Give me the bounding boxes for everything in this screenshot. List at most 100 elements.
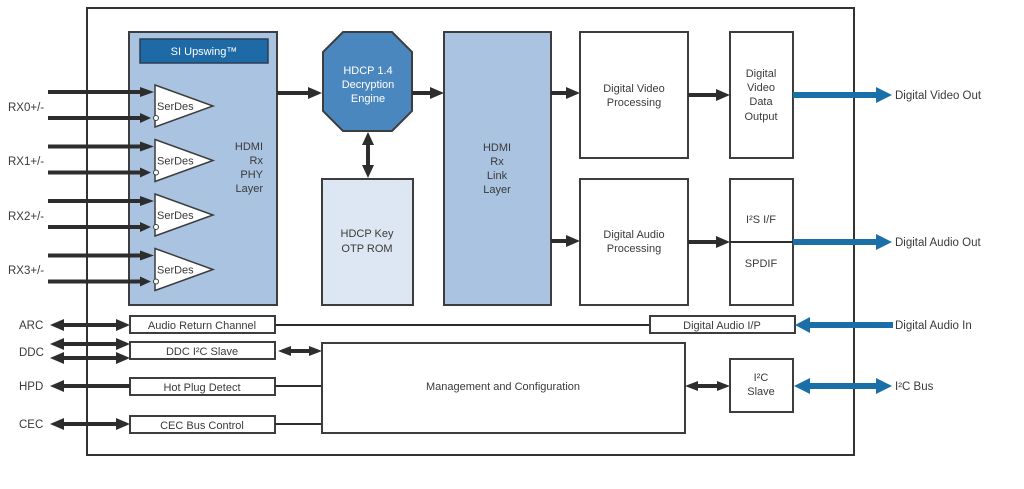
arrowhead-icon	[794, 378, 810, 394]
link-label-3: Link	[487, 170, 508, 182]
arrowhead-icon	[278, 346, 291, 356]
video-proc-label-2: Processing	[607, 97, 661, 109]
i2c-slave-label-2: Slave	[747, 386, 775, 398]
video-proc-label-1: Digital Video	[603, 83, 665, 95]
inverting-input-icon	[153, 115, 159, 121]
arrowhead-icon	[876, 87, 892, 103]
arrowhead-icon	[362, 132, 374, 145]
digital-audio-ip-block: Digital Audio I/P	[649, 315, 796, 334]
video-processing-block: Digital Video Processing	[579, 31, 689, 159]
serdes-rx0: SerDes	[48, 83, 216, 129]
arrowhead-icon	[140, 222, 151, 232]
arrowhead-icon	[140, 87, 154, 97]
link-label-4: Layer	[483, 184, 511, 196]
arc-block-label: Audio Return Channel	[148, 320, 256, 332]
phy-label-2: Rx	[250, 155, 264, 167]
audio-proc-label-2: Processing	[607, 243, 661, 255]
arrowhead-icon	[308, 87, 322, 99]
inverting-input-icon	[153, 224, 159, 230]
hdcp-engine-block: HDCP 1.4 Decryption Engine	[322, 31, 413, 132]
serdes-rx3: SerDes	[48, 247, 216, 292]
spdif-label: SPDIF	[745, 258, 778, 270]
arrowhead-icon	[566, 87, 580, 99]
i2c-slave-label-1: I²C	[754, 372, 769, 384]
inverting-input-icon	[153, 169, 159, 176]
arrowhead-icon	[140, 250, 154, 261]
ddc-block: DDC I²C Slave	[129, 341, 276, 360]
rx3-label: RX3+/-	[8, 265, 44, 277]
audio-output-block: I²S I/F SPDIF	[729, 178, 794, 306]
audio-processing-block: Digital Audio Processing	[579, 178, 689, 306]
phy-block: SI Upswing™ HDMI Rx PHY Layer	[128, 31, 278, 306]
hpd-label: HPD	[19, 381, 43, 393]
arrowhead-icon	[362, 165, 374, 178]
arrowhead-icon	[140, 113, 151, 123]
serdes-rx1: SerDes	[48, 138, 216, 183]
video-out-label-1: Digital	[746, 68, 777, 80]
si-upswing-label: SI Upswing™	[171, 46, 238, 58]
audio-in-label: Digital Audio In	[895, 320, 972, 332]
hdcp-key-label-1: HDCP Key	[341, 228, 394, 240]
hdcp-engine-label-3: Engine	[351, 93, 385, 105]
arrowhead-icon	[876, 378, 892, 394]
video-out-label-2: Video	[747, 82, 775, 94]
cec-label: CEC	[19, 419, 43, 431]
phy-label-3: PHY	[240, 169, 263, 181]
arrowhead-icon	[795, 317, 810, 333]
serdes-amplifier-icon	[154, 83, 216, 129]
serdes-amplifier-icon	[154, 247, 216, 292]
link-layer-block: HDMI Rx Link Layer	[443, 31, 552, 306]
serdes-rx2: SerDes	[48, 192, 216, 238]
arrowhead-icon	[876, 234, 892, 250]
serdes-amplifier-icon	[154, 192, 216, 238]
hpd-block: Hot Plug Detect	[129, 377, 276, 396]
link-label-1: HDMI	[483, 142, 511, 154]
link-label-2: Rx	[490, 156, 504, 168]
arrowhead-icon	[716, 89, 730, 101]
arc-label: ARC	[19, 320, 43, 332]
phy-label-1: HDMI	[235, 141, 263, 153]
ddc-label: DDC	[19, 347, 44, 359]
arrowhead-icon	[140, 196, 154, 206]
management-label: Management and Configuration	[426, 381, 580, 393]
serdes-amplifier-icon	[154, 138, 216, 183]
cec-block: CEC Bus Control	[129, 415, 276, 434]
inverting-input-icon	[153, 278, 159, 285]
video-out-label: Digital Video Out	[895, 90, 982, 102]
hdcp-key-label-2: OTP ROM	[341, 243, 392, 255]
serdes-label: SerDes	[157, 156, 194, 168]
video-out-label-3: Data	[749, 96, 773, 108]
arc-block: Audio Return Channel	[129, 315, 276, 334]
i2c-bus-label: I²C Bus	[895, 381, 934, 393]
i2c-slave-block: I²C Slave	[729, 358, 794, 413]
serdes-label: SerDes	[157, 210, 194, 222]
video-data-output-block: Digital Video Data Output	[729, 31, 794, 159]
video-out-label-4: Output	[744, 111, 777, 123]
audio-out-label: Digital Audio Out	[895, 237, 981, 249]
arrowhead-icon	[140, 167, 151, 178]
arrowhead-icon	[716, 236, 730, 248]
arrowhead-icon	[566, 235, 580, 247]
arrowhead-icon	[717, 381, 730, 391]
rx0-label: RX0+/-	[8, 102, 44, 114]
arrowhead-icon	[430, 87, 444, 99]
arrowhead-icon	[685, 381, 698, 391]
hdcp-engine-label-1: HDCP 1.4	[343, 65, 392, 77]
cec-block-label: CEC Bus Control	[160, 420, 244, 432]
hdcp-key-rom-block: HDCP Key OTP ROM	[321, 178, 414, 306]
management-block: Management and Configuration	[321, 342, 686, 434]
i2s-label: I²S I/F	[746, 214, 776, 226]
control-arrows	[50, 319, 130, 430]
arrowhead-icon	[309, 346, 322, 356]
digital-audio-ip-label: Digital Audio I/P	[683, 320, 761, 332]
ddc-block-label: DDC I²C Slave	[166, 346, 238, 358]
chip-boundary	[86, 7, 855, 456]
serdes-label: SerDes	[157, 101, 194, 113]
hdcp-engine-label-2: Decryption	[342, 79, 395, 91]
audio-proc-label-1: Digital Audio	[603, 229, 664, 241]
serdes-label: SerDes	[157, 265, 194, 277]
phy-label-4: Layer	[235, 183, 263, 195]
hpd-block-label: Hot Plug Detect	[163, 382, 240, 394]
